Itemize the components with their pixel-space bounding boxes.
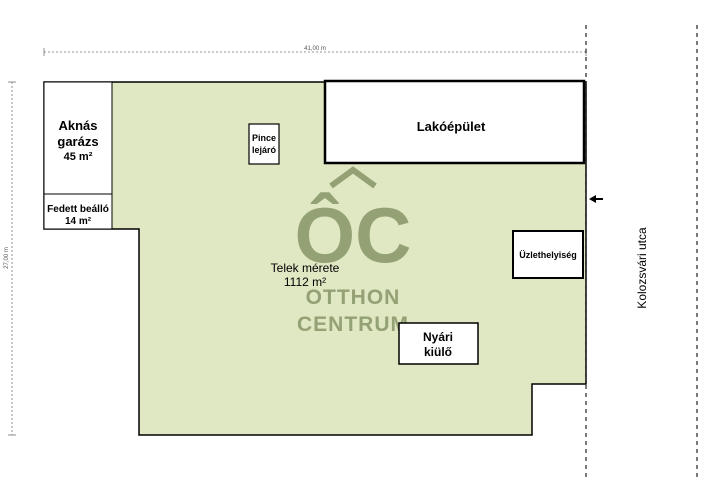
plot-title: Telek mérete [271, 261, 340, 275]
width-dimension-label: 41,00 m [304, 46, 326, 52]
house-label: Lakóépület [417, 119, 486, 134]
carport-building: Fedett beálló 14 m² [43, 193, 113, 230]
watermark-logo: ÔC [295, 191, 412, 279]
watermark: ÔC OTTHON CENTRUM [295, 166, 412, 336]
height-dimension: 27,00 m [4, 81, 16, 436]
watermark-line2: CENTRUM [297, 313, 409, 336]
street-label: Kolozsvári utca [635, 227, 649, 309]
garage-building: Aknás garázs 45 m² [43, 81, 113, 195]
house-building: Lakóépület [323, 79, 586, 165]
garage-area: 45 m² [64, 151, 93, 163]
carport-area: 14 m² [65, 216, 92, 227]
garage-label-line1: Aknás [58, 118, 97, 133]
summer-kitchen-label-line1: Nyári [423, 330, 453, 344]
height-dimension-label: 27,00 m [4, 247, 10, 269]
basement-label-line2: lejáró [252, 145, 277, 155]
shop-label: Üzlethelyiség [519, 250, 577, 260]
garage-label-line2: garázs [57, 134, 98, 149]
plot-size-label: Telek mérete 1112 m² [271, 261, 340, 289]
entrance-arrow-icon [589, 195, 603, 203]
width-dimension: 41,00 m [43, 46, 587, 56]
basement-stairs: Pince lejáró [248, 123, 280, 165]
carport-label: Fedett beálló [47, 204, 109, 215]
watermark-roof-icon [329, 166, 377, 189]
basement-label-line1: Pince [252, 133, 276, 143]
plot-area-value: 1112 m² [284, 275, 326, 289]
summer-kitchen-building: Nyári kiülő [398, 322, 479, 365]
shop-building: Üzlethelyiség [512, 230, 584, 279]
watermark-line1: OTTHON [306, 286, 401, 309]
summer-kitchen-label-line2: kiülő [424, 345, 452, 359]
